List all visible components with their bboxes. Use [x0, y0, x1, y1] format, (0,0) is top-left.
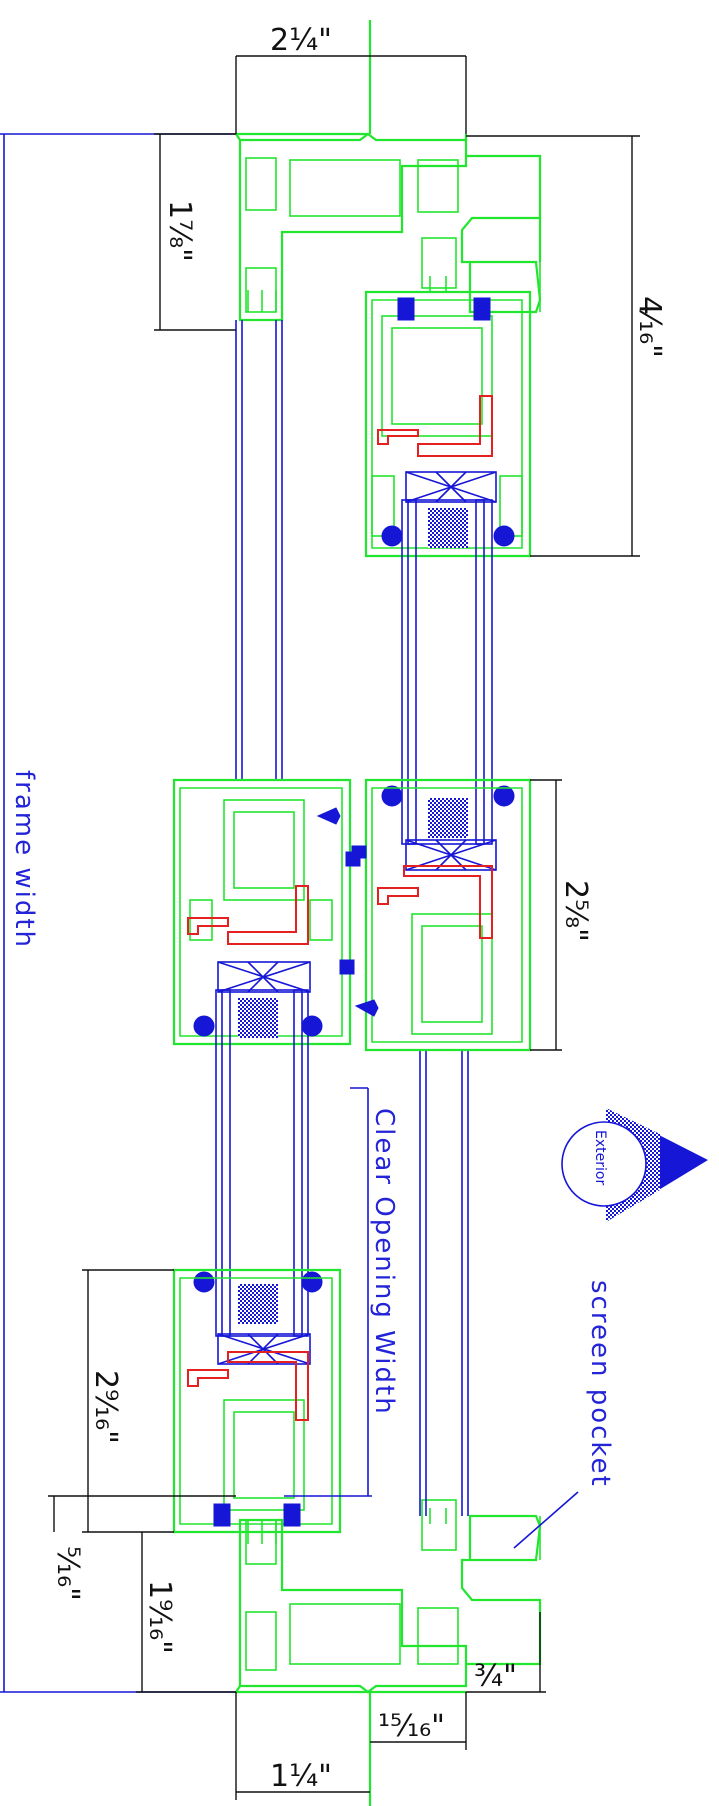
dim-left-small: ⁵⁄₁₆" [50, 1546, 85, 1601]
frame-width-dimension: frame width [0, 133, 240, 1693]
dim-left-low: 1⁹⁄₁₆" [142, 1580, 177, 1654]
upper-sash [351, 290, 532, 1052]
dim-right-low: ¾" [474, 1659, 517, 1694]
dim-left-mid: 2⁹⁄₁₆" [88, 1370, 123, 1444]
dim-right-top: 4⁄₁₆" [632, 296, 667, 358]
exterior-symbol: Exterior [561, 1108, 708, 1222]
dim-top-width: 2¼" [270, 23, 332, 58]
exterior-label: Exterior [592, 1130, 608, 1185]
clear-opening-label: Clear Opening Width [369, 1108, 399, 1416]
clear-opening-dimension: Clear Opening Width [284, 1087, 399, 1497]
lower-sash [172, 778, 379, 1534]
dim-left-top: 1⅞" [162, 200, 197, 262]
dimension-labels: 2¼" 1⅞" 4⁄₁₆" 2⅝" 2⁹⁄₁₆" ⁵⁄₁₆" 1⁹⁄₁₆" ¾"… [50, 23, 667, 1794]
dim-bottom-left: 1¼" [270, 1759, 332, 1794]
screen-pocket-label: screen pocket [585, 1280, 615, 1488]
dim-right-mid: 2⅝" [558, 880, 593, 942]
frame-width-label: frame width [9, 770, 39, 949]
screen-pocket-callout: screen pocket [513, 1280, 615, 1549]
outer-frame [235, 20, 542, 1806]
dim-bottom-right: ¹⁵⁄₁₆" [378, 1709, 445, 1744]
dimension-lines [48, 55, 640, 1800]
interior-track-lines [235, 320, 469, 1516]
